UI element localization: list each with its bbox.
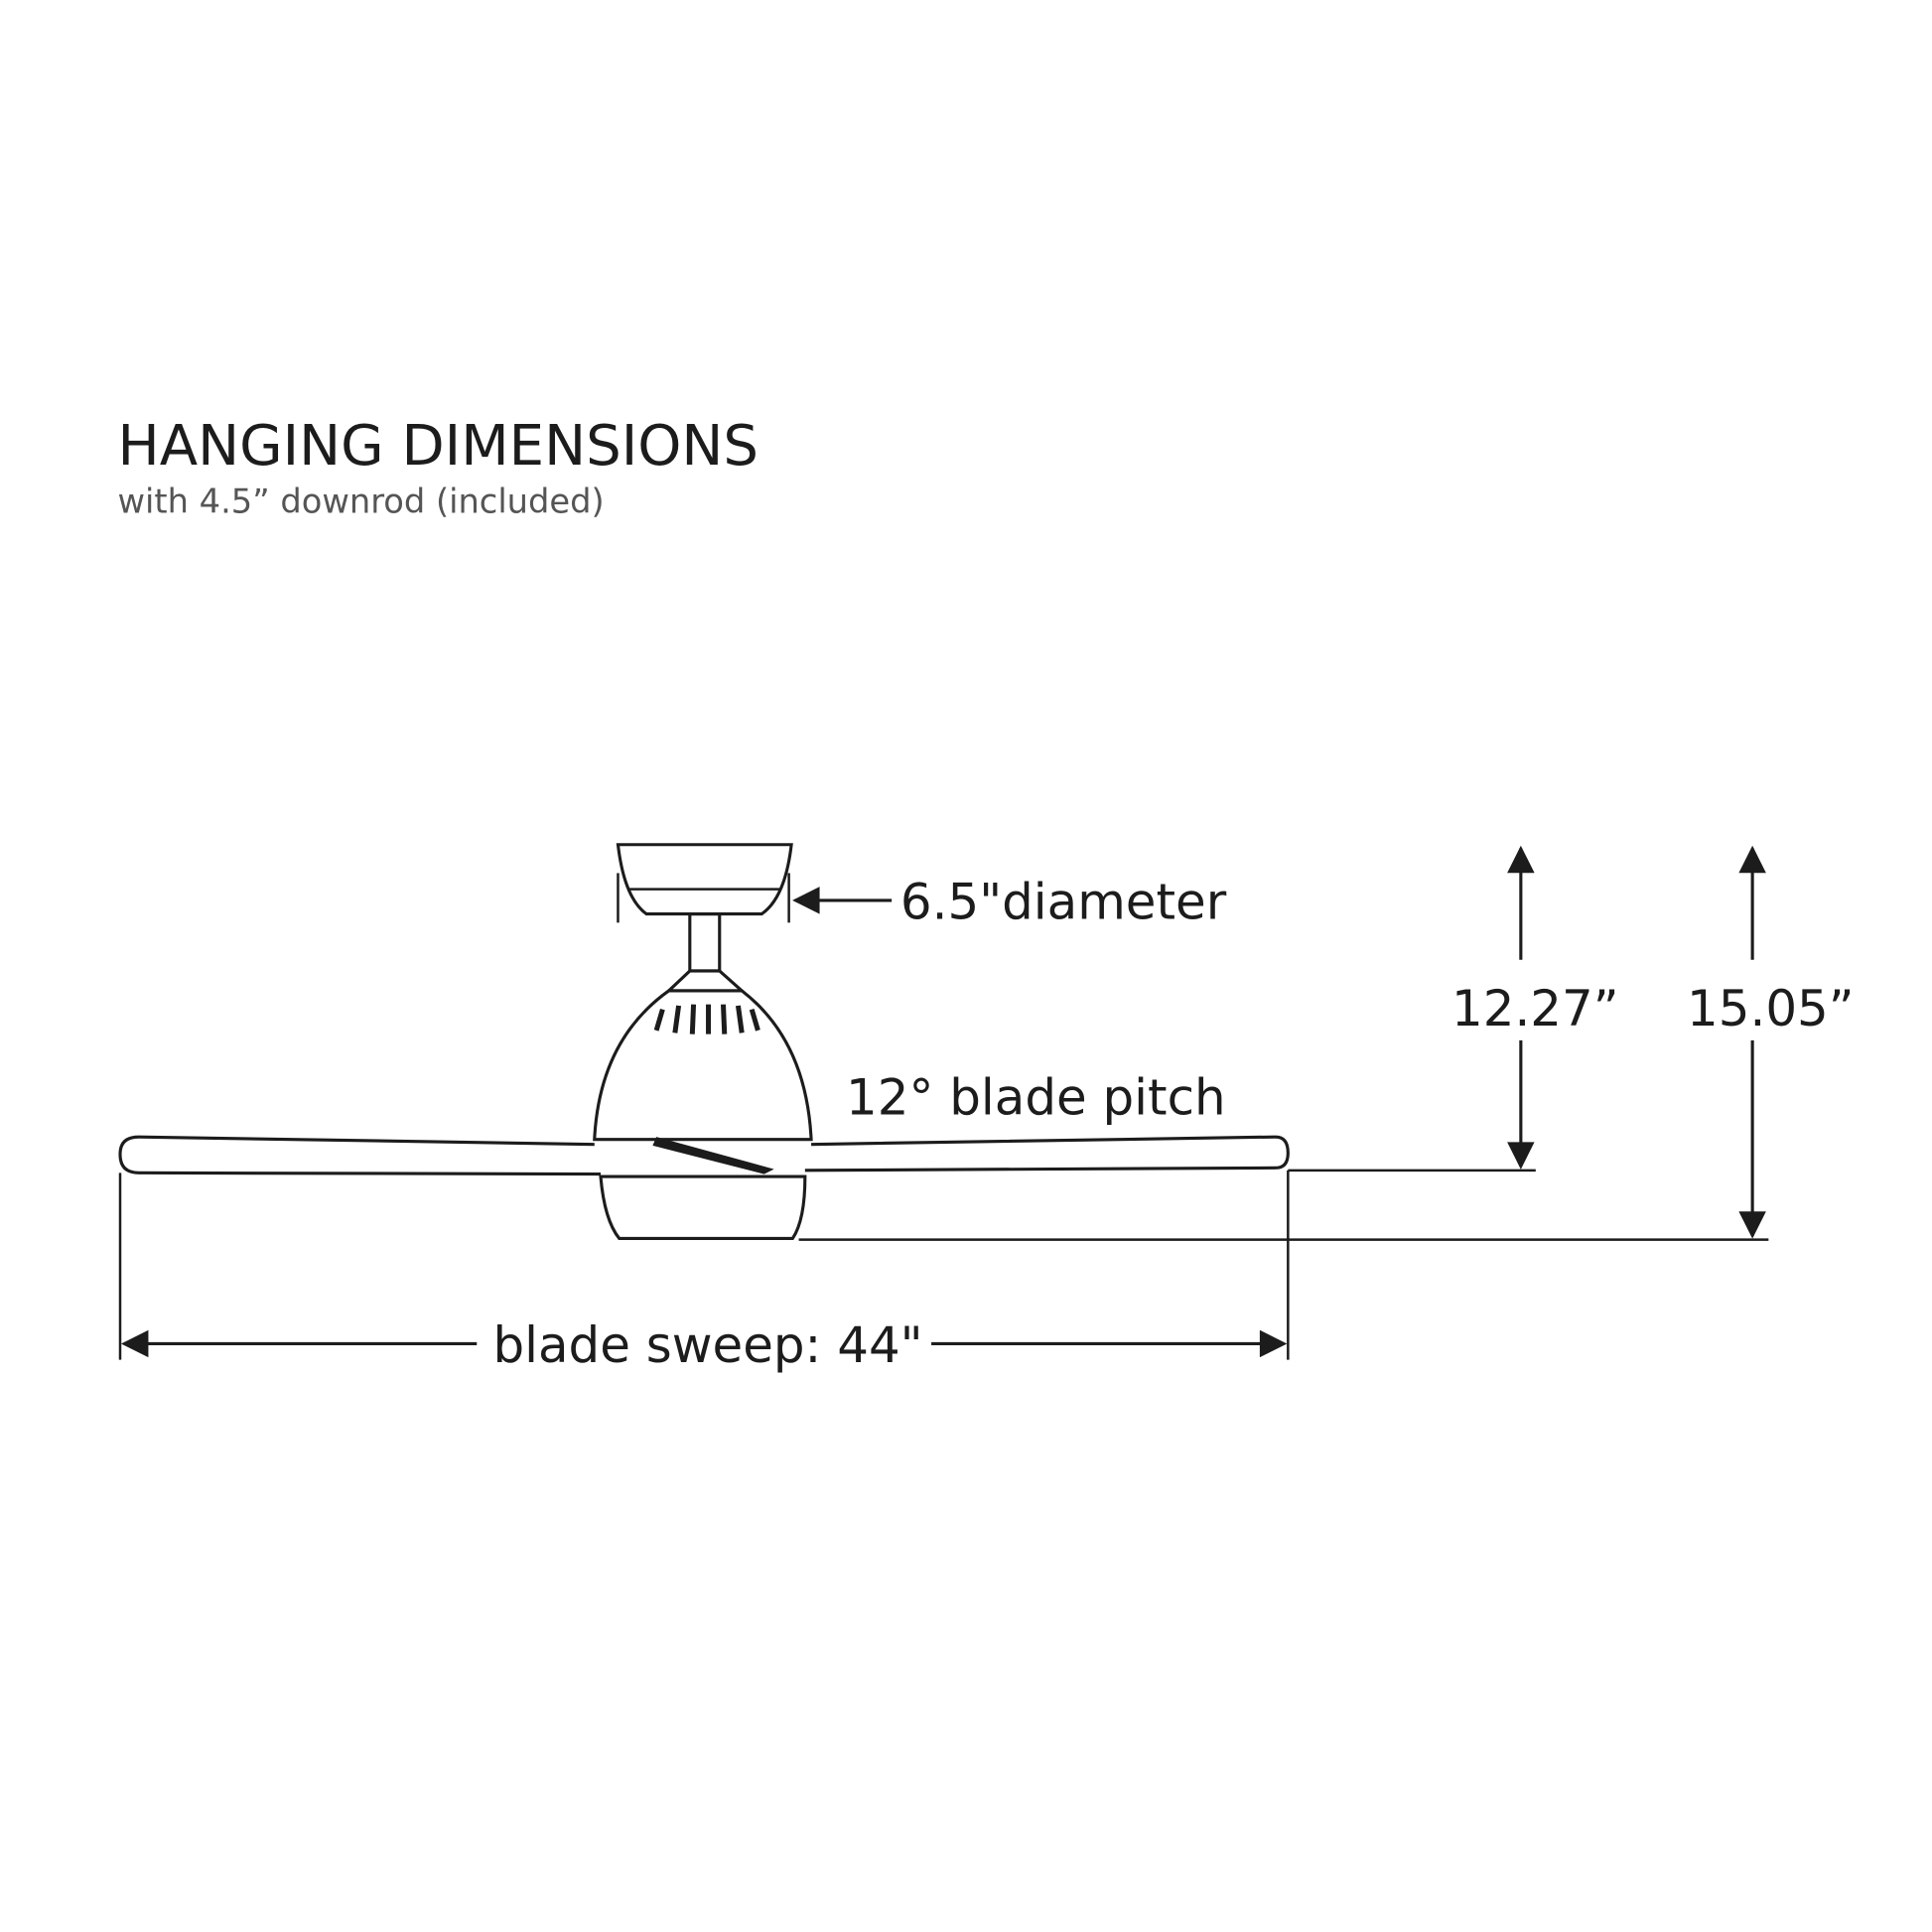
ceiling-fan-drawing — [118, 843, 1290, 1240]
overall-height-label: 15.05” — [1687, 980, 1855, 1037]
diagram-title: HANGING DIMENSIONS — [118, 414, 759, 479]
blade-sweep-label: blade sweep: 44" — [492, 1316, 922, 1374]
height-to-blade-label: 12.27” — [1451, 980, 1619, 1037]
blade-pitch-label: 12° blade pitch — [846, 1069, 1226, 1127]
overall-height-dimension: 15.05” — [798, 845, 1855, 1241]
diagram-subtitle: with 4.5” downrod (included) — [118, 482, 605, 520]
canopy-diameter-label: 6.5"diameter — [900, 874, 1227, 931]
height-to-blade-dimension: 12.27” — [1288, 845, 1619, 1173]
canopy-diameter-dimension: 6.5"diameter — [617, 873, 1227, 931]
blade-sweep-dimension: blade sweep: 44" — [118, 1170, 1290, 1374]
